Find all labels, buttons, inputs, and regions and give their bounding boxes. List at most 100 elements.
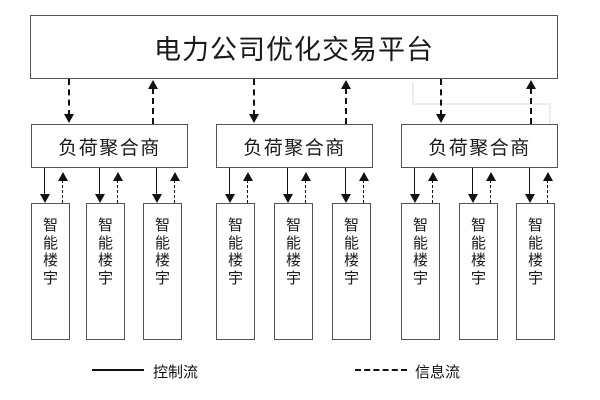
info-flow-up-line-b5 — [305, 180, 306, 203]
smart-building-label-2: 智 能 楼 宇 — [87, 218, 124, 289]
smart-building-box-1[interactable]: 智 能 楼 宇 — [31, 203, 70, 340]
building-char: 楼 — [527, 253, 543, 270]
info-flow-up-arrowhead-b3 — [170, 172, 180, 181]
smart-building-box-6[interactable]: 智 能 楼 宇 — [332, 203, 371, 340]
control-flow-down-line-7 — [414, 168, 415, 195]
info-flow-up-line-b9 — [547, 180, 548, 203]
smart-building-box-2[interactable]: 智 能 楼 宇 — [86, 203, 125, 340]
building-char: 能 — [470, 235, 486, 252]
building-char: 智 — [227, 218, 243, 234]
info-flow-up-line-3 — [530, 88, 532, 124]
control-flow-down-arrowhead-2 — [95, 194, 105, 203]
smart-building-box-9[interactable]: 智 能 楼 宇 — [516, 203, 555, 340]
scan-artifact-line — [549, 103, 551, 125]
info-flow-up-arrowhead-3 — [526, 80, 536, 89]
control-flow-down-line-8 — [472, 168, 473, 195]
control-flow-down-arrowhead-7 — [410, 194, 420, 203]
building-char: 智 — [42, 218, 58, 234]
platform-box[interactable]: 电力公司优化交易平台 — [30, 15, 558, 79]
smart-building-box-7[interactable]: 智 能 楼 宇 — [401, 203, 440, 340]
building-char: 楼 — [227, 253, 243, 270]
info-flow-down-line-2 — [253, 79, 255, 116]
control-flow-down-arrowhead-6 — [341, 194, 351, 203]
smart-building-label-7: 智 能 楼 宇 — [402, 218, 439, 289]
building-char: 宇 — [154, 271, 170, 288]
building-char: 智 — [154, 218, 170, 234]
control-flow-down-arrowhead-9 — [525, 194, 535, 203]
building-char: 能 — [154, 235, 170, 252]
building-char: 智 — [343, 218, 359, 234]
aggregator-box-2[interactable]: 负荷聚合商 — [216, 124, 373, 168]
control-flow-down-arrowhead-4 — [225, 194, 235, 203]
control-flow-down-arrowhead-1 — [40, 194, 50, 203]
smart-building-label-8: 智 能 楼 宇 — [460, 218, 497, 289]
legend-control-flow-line — [92, 369, 144, 371]
aggregator-label-3: 负荷聚合商 — [428, 137, 531, 159]
building-char: 楼 — [285, 253, 301, 270]
control-flow-down-arrowhead-5 — [283, 194, 293, 203]
building-char: 能 — [42, 235, 58, 252]
building-char: 宇 — [527, 271, 543, 288]
building-char: 宇 — [227, 271, 243, 288]
scan-artifact-line — [412, 82, 414, 104]
building-char: 楼 — [470, 253, 486, 270]
info-flow-up-line-b2 — [117, 180, 118, 203]
building-char: 能 — [527, 235, 543, 252]
control-flow-down-line-1 — [44, 168, 45, 195]
building-char: 宇 — [343, 271, 359, 288]
control-flow-down-line-6 — [345, 168, 346, 195]
info-flow-up-line-1 — [152, 88, 154, 124]
building-char: 智 — [97, 218, 113, 234]
smart-building-label-3: 智 能 楼 宇 — [144, 218, 181, 289]
info-flow-up-line-b6 — [363, 180, 364, 203]
info-flow-up-arrowhead-b6 — [359, 172, 369, 181]
building-char: 能 — [343, 235, 359, 252]
info-flow-down-arrowhead-1 — [64, 114, 74, 123]
building-char: 楼 — [97, 253, 113, 270]
smart-building-label-4: 智 能 楼 宇 — [217, 218, 254, 289]
info-flow-up-arrowhead-b8 — [486, 172, 496, 181]
building-char: 能 — [227, 235, 243, 252]
control-flow-down-line-2 — [99, 168, 100, 195]
aggregator-label-1: 负荷聚合商 — [58, 137, 161, 159]
control-flow-down-line-5 — [287, 168, 288, 195]
building-char: 楼 — [154, 253, 170, 270]
smart-building-box-3[interactable]: 智 能 楼 宇 — [143, 203, 182, 340]
aggregator-box-1[interactable]: 负荷聚合商 — [31, 124, 188, 168]
info-flow-up-arrowhead-2 — [341, 80, 351, 89]
building-char: 能 — [412, 235, 428, 252]
info-flow-down-arrowhead-3 — [436, 114, 446, 123]
info-flow-up-line-b4 — [247, 180, 248, 203]
legend-information-flow-label: 信息流 — [415, 364, 461, 381]
building-char: 宇 — [97, 271, 113, 288]
smart-building-label-6: 智 能 楼 宇 — [333, 218, 370, 289]
building-char: 能 — [97, 235, 113, 252]
building-char: 智 — [470, 218, 486, 234]
info-flow-up-line-b3 — [174, 180, 175, 203]
building-char: 宇 — [285, 271, 301, 288]
info-flow-up-arrowhead-b4 — [243, 172, 253, 181]
scan-artifact-line — [412, 103, 550, 105]
info-flow-down-line-1 — [68, 79, 70, 116]
control-flow-down-arrowhead-8 — [468, 194, 478, 203]
info-flow-up-arrowhead-b5 — [301, 172, 311, 181]
info-flow-down-line-3 — [440, 79, 442, 116]
building-char: 宇 — [470, 271, 486, 288]
building-char: 智 — [285, 218, 301, 234]
control-flow-down-line-3 — [156, 168, 157, 195]
smart-building-box-4[interactable]: 智 能 楼 宇 — [216, 203, 255, 340]
info-flow-up-line-b7 — [432, 180, 433, 203]
info-flow-up-arrowhead-b1 — [58, 172, 68, 181]
info-flow-up-arrowhead-1 — [148, 80, 158, 89]
aggregator-box-3[interactable]: 负荷聚合商 — [401, 124, 558, 168]
building-char: 能 — [285, 235, 301, 252]
smart-building-box-5[interactable]: 智 能 楼 宇 — [274, 203, 313, 340]
control-flow-down-line-4 — [229, 168, 230, 195]
building-char: 智 — [412, 218, 428, 234]
control-flow-down-line-9 — [529, 168, 530, 195]
building-char: 楼 — [412, 253, 428, 270]
smart-building-box-8[interactable]: 智 能 楼 宇 — [459, 203, 498, 340]
info-flow-up-line-b1 — [62, 180, 63, 203]
smart-building-label-1: 智 能 楼 宇 — [32, 218, 69, 289]
